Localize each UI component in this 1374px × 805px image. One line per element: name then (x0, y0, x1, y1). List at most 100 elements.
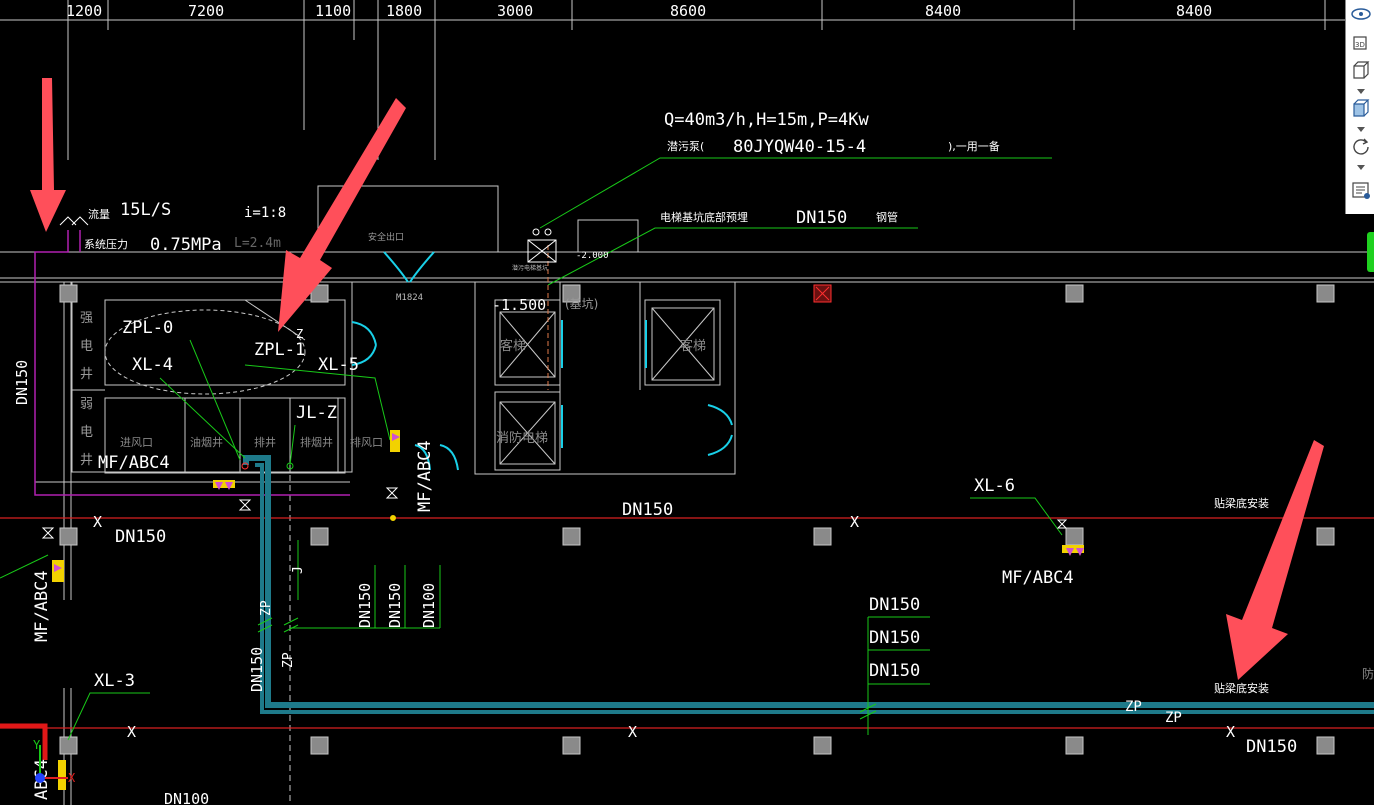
red-thick-pipe (0, 723, 48, 760)
dim-label: 1800 (386, 2, 422, 20)
fixture-symbols (52, 430, 1084, 790)
pressure-gauge-symbol (59, 216, 89, 226)
stair-area (104, 299, 306, 395)
room-label: 排风口 (350, 435, 383, 449)
dn150-label: DN150 (622, 500, 673, 520)
elevator-pit-label: 电梯基坑底部预埋 (660, 210, 748, 224)
beam-install-label: 贴梁底安装 (1214, 681, 1269, 695)
zpl0-label: ZPL-0 (122, 318, 173, 338)
svg-text:X: X (127, 723, 136, 741)
svg-text:Y: Y (33, 738, 41, 752)
svg-text:X: X (850, 513, 859, 531)
zp-vertical-label: ZP (259, 600, 274, 616)
length-label: L=2.4m (234, 236, 281, 251)
lift-label: 客梯 (680, 338, 706, 354)
pump-model: 80JYQW40-15-4 (733, 137, 866, 157)
j-vertical-label: J (291, 566, 306, 574)
svg-text:3D: 3D (1355, 41, 1365, 49)
room-label: 排烟井 (300, 435, 333, 449)
ucs-icon: Y X (33, 738, 76, 785)
orbit-icon[interactable] (1349, 2, 1373, 26)
chevron-down-icon[interactable] (1357, 165, 1365, 170)
teal-main-pipe (243, 455, 1374, 714)
pump-symbol (527, 228, 557, 263)
safety-exit-label: 安全出口 (368, 231, 404, 243)
dn150-label: DN150 (869, 628, 920, 648)
x-marks: X X X X X (93, 513, 1235, 741)
zp-vertical-label: ZP (281, 652, 296, 668)
elevator-shafts (499, 307, 715, 465)
chevron-down-icon[interactable] (1357, 89, 1365, 94)
side-scroll-tab[interactable] (1367, 232, 1374, 272)
chevron-down-icon[interactable] (1357, 127, 1365, 132)
slope-label: i=1:8 (244, 205, 286, 221)
leader-lines (0, 157, 1063, 741)
dim-label: 1200 (66, 2, 102, 20)
xl6-label: XL-6 (974, 476, 1015, 496)
selected-column-marker[interactable] (813, 284, 832, 303)
room-label: 油烟井 (190, 435, 223, 449)
shaft-char: 井 (80, 367, 93, 382)
dn150-vertical-label: DN150 (386, 583, 404, 628)
svg-text:X: X (628, 723, 637, 741)
building-walls (0, 185, 1374, 805)
lift-label: 客梯 (500, 338, 526, 354)
dim-label: 8400 (925, 2, 961, 20)
mf-abc4-vertical-label: MF/ABC4 (32, 570, 52, 642)
pit-note: (基坑) (565, 296, 598, 311)
dn150-label: DN150 (115, 527, 166, 547)
dn150-main-label: DN150 (796, 208, 847, 228)
cube-shaded-icon[interactable] (1349, 96, 1373, 120)
pressure-value: 0.75MPa (150, 235, 222, 255)
dn150-label: DN150 (869, 595, 920, 615)
3d-view-icon[interactable]: 3D (1349, 30, 1373, 54)
dimension-ruler (0, 0, 1345, 160)
lift-symbol-label: 潜污电梯基坑 (512, 264, 548, 272)
rotate-icon[interactable] (1349, 134, 1373, 158)
svg-text:X: X (68, 771, 76, 785)
elevation-2000: -2.000 (576, 251, 609, 261)
view-navigation-bar: 3D (1345, 0, 1374, 214)
jlz-label: JL-Z (296, 403, 337, 423)
properties-icon[interactable] (1349, 178, 1373, 202)
dim-label: 7200 (188, 2, 224, 20)
shaft-char: 电 (80, 425, 93, 440)
room-labels: 进风口 油烟井 排井 排烟井 排风口 客梯 客梯 消防电梯 (120, 338, 706, 449)
xl4-label: XL-4 (132, 355, 173, 375)
annotation-arrow-left (30, 78, 66, 232)
annotation-arrow-right (1226, 440, 1324, 680)
pump-spec: Q=40m3/h,H=15m,P=4Kw (664, 110, 869, 130)
dn150-vertical-label: DN150 (248, 647, 266, 692)
dn100-vertical-label: DN100 (420, 583, 438, 628)
beam-install-label: 贴梁底安装 (1214, 496, 1269, 510)
shaft-labels: 强 电 井 弱 电 井 (80, 311, 93, 468)
dim-label: 3000 (497, 2, 533, 20)
pump-label: 潜污泵( (667, 139, 704, 153)
xl3-label: XL-3 (94, 671, 135, 691)
mf-abc4-label: MF/ABC4 (98, 453, 170, 473)
pump-note: ),一用一备 (948, 139, 1000, 153)
shaft-char: 井 (80, 453, 93, 468)
dim-label: 8400 (1176, 2, 1212, 20)
cube-icon[interactable] (1349, 58, 1373, 82)
valves (41, 462, 1068, 539)
svg-text:X: X (93, 513, 102, 531)
mf-abc4-vertical-label: MF/ABC4 (415, 440, 435, 512)
shaft-char: 电 (80, 339, 93, 354)
elevation-1500: -1.500 (492, 296, 546, 314)
zp-label: ZP (1165, 710, 1182, 726)
small-z-mark: Z (296, 327, 303, 341)
magenta-pipe (34, 230, 350, 496)
pressure-label: 系统压力 (84, 238, 128, 251)
room-label: 进风口 (120, 436, 153, 449)
lift-label: 消防电梯 (496, 430, 548, 446)
dn150-label: DN150 (1246, 737, 1297, 757)
dim-label: 1100 (315, 2, 351, 20)
room-label: 排井 (254, 435, 276, 449)
mf-abc4-label: MF/ABC4 (1002, 568, 1074, 588)
shaft-char: 强 (80, 311, 93, 326)
annotation-arrow-center (278, 98, 406, 332)
steel-pipe-label: 钢管 (876, 210, 898, 224)
flow-label: 流量 (88, 207, 110, 221)
